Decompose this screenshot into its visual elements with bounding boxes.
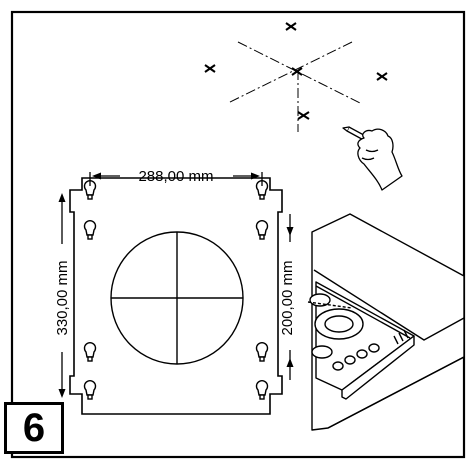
center-circle — [110, 231, 244, 365]
dimension-right — [286, 214, 294, 380]
mounting-template — [69, 177, 283, 415]
cross-mark-icon — [204, 22, 388, 120]
dimension-left-label: 330,00 mm — [54, 260, 71, 335]
dimension-top-label: 288,00 mm — [138, 168, 213, 185]
dimension-top — [89, 172, 263, 186]
dimension-right-label: 200,00 mm — [279, 260, 296, 335]
marking-guide — [227, 41, 361, 132]
keyhole-hook-icon — [83, 180, 269, 400]
hob-appliance — [307, 213, 465, 431]
frame-border — [10, 10, 466, 459]
step-number-badge: 6 — [4, 402, 64, 454]
hand-with-pencil-icon — [342, 126, 403, 191]
dimension-left — [58, 193, 66, 398]
